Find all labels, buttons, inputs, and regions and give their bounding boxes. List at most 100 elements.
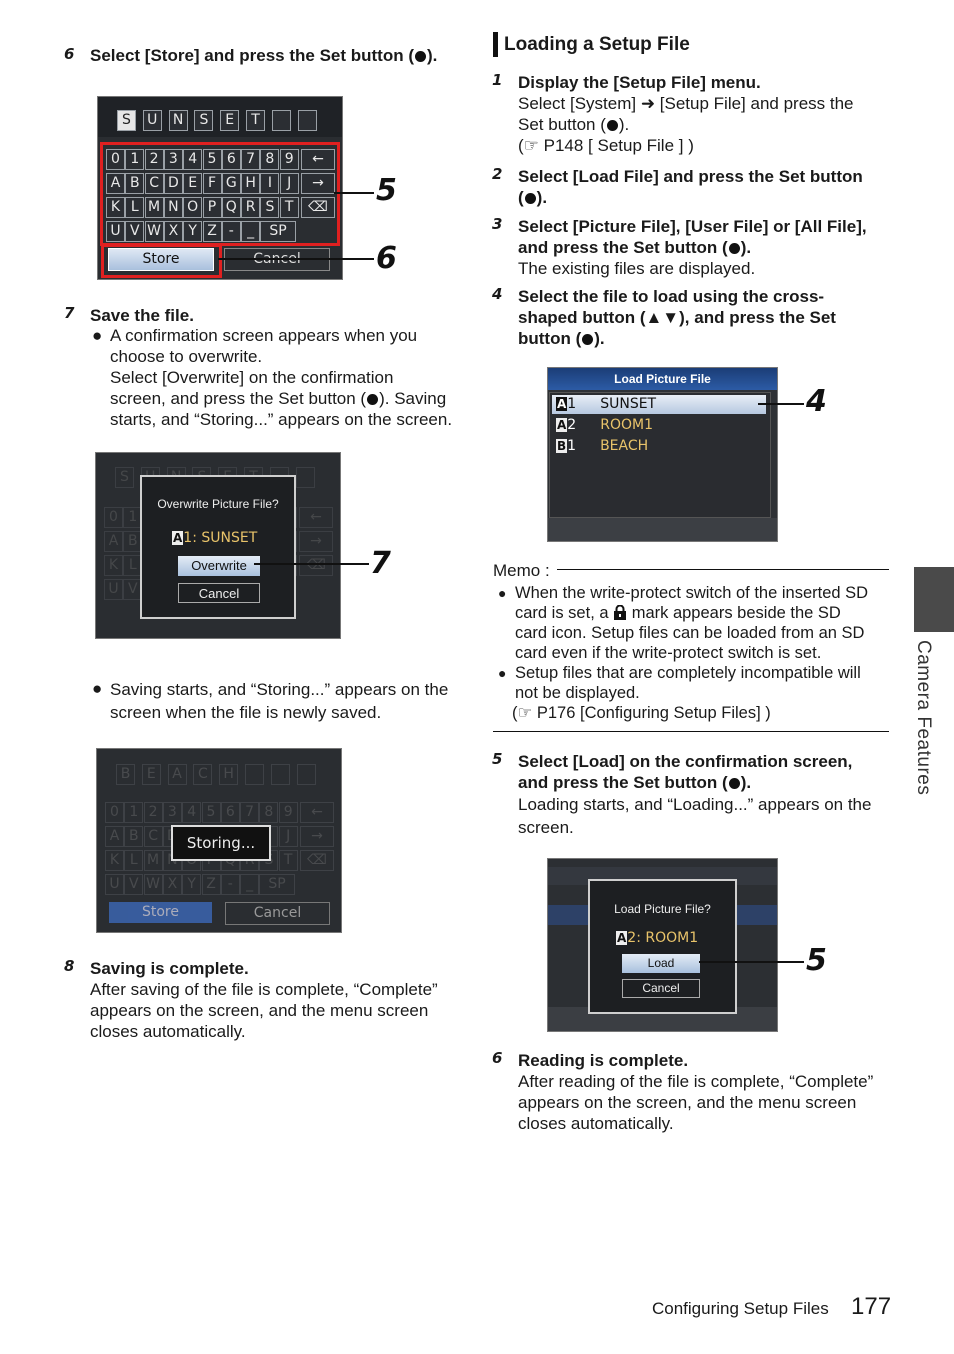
name-character-key[interactable] [270,764,290,785]
overwrite-button[interactable]: Overwrite [178,556,260,576]
character-key[interactable]: C [143,826,163,847]
character-key[interactable]: N [163,197,183,218]
character-key[interactable]: 4 [183,149,203,170]
character-key[interactable]: → [299,531,333,552]
character-key[interactable]: 8 [259,802,279,823]
character-key[interactable]: U [105,874,124,895]
load-button[interactable]: Load [622,954,700,973]
character-key[interactable]: H [241,173,261,194]
character-key[interactable]: W [143,874,163,895]
name-character-key[interactable]: S [115,467,134,488]
character-key[interactable]: Y [183,221,203,242]
character-key[interactable]: L [124,850,144,871]
character-key[interactable]: T [278,850,298,871]
character-key[interactable]: A [105,826,124,847]
character-key[interactable]: M [144,197,164,218]
character-key[interactable]: K [104,555,123,576]
character-key[interactable]: V [124,874,144,895]
name-character-key[interactable] [296,764,316,785]
character-key[interactable]: U [106,221,125,242]
name-character-key[interactable]: C [193,764,213,785]
character-key[interactable]: K [106,197,125,218]
character-key[interactable]: S [260,197,280,218]
character-key[interactable]: → [300,826,334,847]
character-key[interactable]: → [301,173,335,194]
character-key[interactable]: SP [260,221,296,242]
name-character-key[interactable]: N [168,110,188,131]
character-key[interactable]: 6 [220,802,240,823]
character-key[interactable]: Z [201,874,221,895]
character-key[interactable]: B [124,826,144,847]
character-key[interactable]: 5 [202,149,222,170]
name-character-key[interactable]: E [220,110,240,131]
character-key[interactable]: 0 [104,507,123,528]
character-key[interactable]: P [202,197,222,218]
character-key[interactable]: 2 [143,802,163,823]
character-key[interactable]: L [125,197,145,218]
cancel-button[interactable]: Cancel [225,902,330,925]
character-key[interactable]: 7 [241,149,261,170]
character-key[interactable]: 0 [106,149,125,170]
name-character-key[interactable] [297,110,317,131]
character-key[interactable]: U [104,579,123,600]
character-key[interactable]: 1 [125,149,145,170]
name-character-key[interactable]: U [142,110,162,131]
character-key[interactable]: Q [221,197,241,218]
character-key[interactable]: ← [300,802,334,823]
character-key[interactable]: - [220,874,240,895]
character-key[interactable]: T [279,197,299,218]
character-key[interactable]: C [144,173,164,194]
character-key[interactable]: ⌫ [301,197,335,218]
character-key[interactable]: B [125,173,145,194]
character-key[interactable]: E [183,173,203,194]
character-key[interactable]: J [279,173,299,194]
character-key[interactable]: SP [259,874,295,895]
store-button[interactable]: Store [109,902,212,923]
character-key[interactable]: R [241,197,261,218]
character-key[interactable]: - [221,221,241,242]
character-key[interactable]: 5 [201,802,221,823]
character-key[interactable]: 8 [260,149,280,170]
character-key[interactable]: W [144,221,164,242]
character-key[interactable]: Y [182,874,202,895]
character-key[interactable]: ← [299,507,333,528]
name-character-key[interactable] [271,110,291,131]
cancel-button[interactable]: Cancel [178,583,260,603]
name-character-key[interactable]: B [116,764,135,785]
character-key[interactable]: 4 [182,802,202,823]
character-key[interactable]: 1 [124,802,144,823]
character-key[interactable]: Z [202,221,222,242]
character-key[interactable]: ← [301,149,335,170]
character-key[interactable]: A [106,173,125,194]
character-key[interactable]: 2 [144,149,164,170]
character-key[interactable]: 9 [278,802,298,823]
name-character-key[interactable]: S [194,110,214,131]
character-key[interactable]: O [183,197,203,218]
character-key[interactable]: _ [241,221,261,242]
store-button[interactable]: Store [108,248,214,271]
character-key[interactable]: 6 [221,149,241,170]
character-key[interactable]: 7 [240,802,260,823]
character-key[interactable]: X [162,874,182,895]
character-key[interactable]: ⌫ [300,850,334,871]
name-character-key[interactable] [245,764,264,785]
character-key[interactable]: D [163,173,183,194]
character-key[interactable]: J [278,826,298,847]
character-key[interactable]: I [260,173,280,194]
name-character-key[interactable]: S [117,110,136,131]
name-character-key[interactable]: E [141,764,161,785]
character-key[interactable]: ⌫ [299,555,333,576]
character-key[interactable]: X [163,221,183,242]
character-key[interactable]: G [221,173,241,194]
character-key[interactable]: A [104,531,123,552]
character-key[interactable]: _ [240,874,260,895]
name-character-key[interactable]: A [167,764,187,785]
character-key[interactable]: 3 [162,802,182,823]
character-key[interactable]: V [125,221,145,242]
cancel-button[interactable]: Cancel [622,979,700,998]
name-character-key[interactable] [295,467,315,488]
character-key[interactable]: 9 [279,149,299,170]
